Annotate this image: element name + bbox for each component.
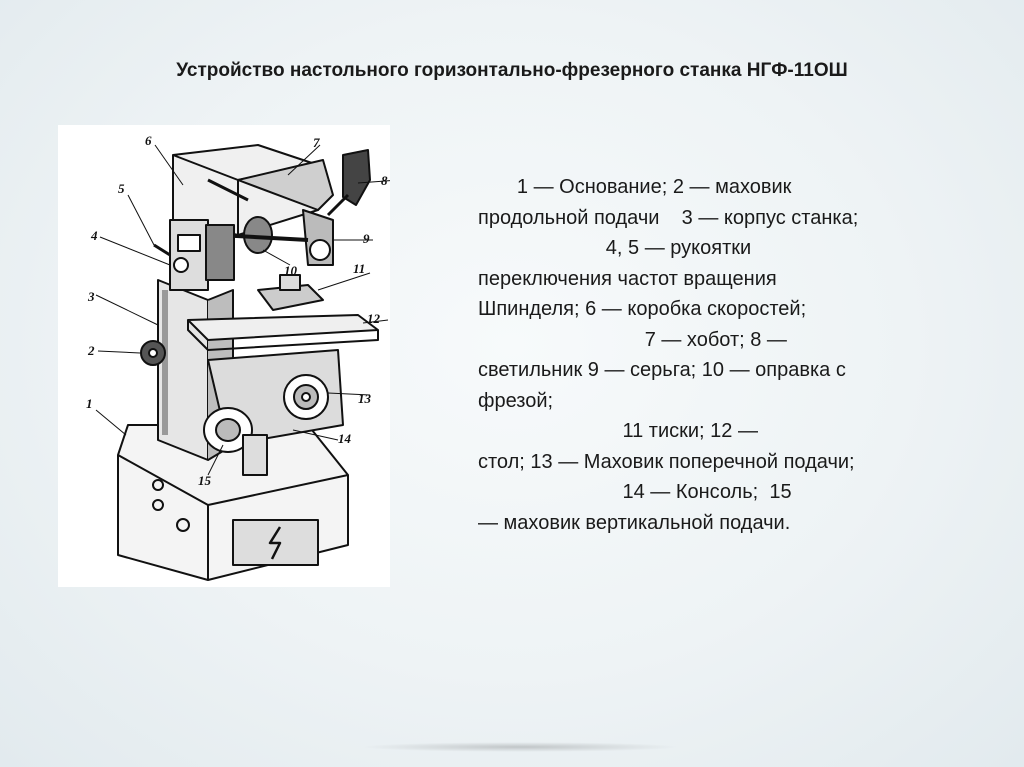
callout-10: 10: [284, 263, 298, 278]
callout-6: 6: [145, 133, 152, 148]
callout-12: 12: [367, 311, 381, 326]
callout-2: 2: [87, 343, 95, 358]
legend-line: продольной подачи 3 — корпус станка;: [478, 206, 859, 229]
lamp: [342, 149, 371, 206]
callout-5: 5: [118, 181, 125, 196]
machine-diagram: 1 2 3 4 5 6 7 8 9 10 11 12 13 14 15: [58, 125, 390, 587]
callout-7: 7: [313, 135, 320, 150]
legend-line: — маховик вертикальной подачи.: [478, 511, 791, 534]
handle-4: [173, 257, 189, 273]
legend-line: 14 — Консоль; 15: [478, 481, 792, 503]
legend-line: 7 — хобот; 8 —: [478, 328, 787, 351]
callout-15: 15: [198, 473, 212, 488]
handle-5: [153, 243, 171, 257]
callout-1: 1: [86, 396, 93, 411]
callout-3: 3: [87, 289, 95, 304]
callout-8: 8: [381, 173, 388, 188]
callout-9: 9: [363, 231, 370, 246]
milling-machine-drawing: 1 2 3 4 5 6 7 8 9 10 11 12 13 14 15: [86, 133, 390, 581]
lightning-icon: [268, 526, 282, 560]
legend-line: Шпинделя; 6 — коробка скоростей;: [478, 298, 807, 320]
callout-13: 13: [358, 391, 372, 406]
legend-line: 11 тиски; 12 —: [478, 420, 758, 442]
legend-line: 4, 5 — рукоятки: [478, 237, 752, 259]
legend-line: светильник 9 — серьга; 10 — оправка с: [478, 359, 846, 381]
legend-line: 1 — Основание; 2 — маховик: [478, 176, 792, 198]
legend-line: переключения частот вращения: [478, 267, 777, 290]
callout-11: 11: [353, 261, 365, 276]
table: [187, 314, 379, 341]
legend-line: стол; 13 — Маховик поперечной подачи;: [478, 450, 855, 473]
callout-4: 4: [90, 228, 98, 243]
slide-shadow: [360, 742, 680, 752]
legend-line: фрезой;: [478, 389, 554, 412]
legend-text: 1 — Основание; 2 — маховик продольной по…: [478, 172, 978, 538]
callout-14: 14: [338, 431, 352, 446]
slide-title: Устройство настольного горизонтально-фре…: [176, 60, 848, 81]
overarm: [237, 159, 334, 211]
